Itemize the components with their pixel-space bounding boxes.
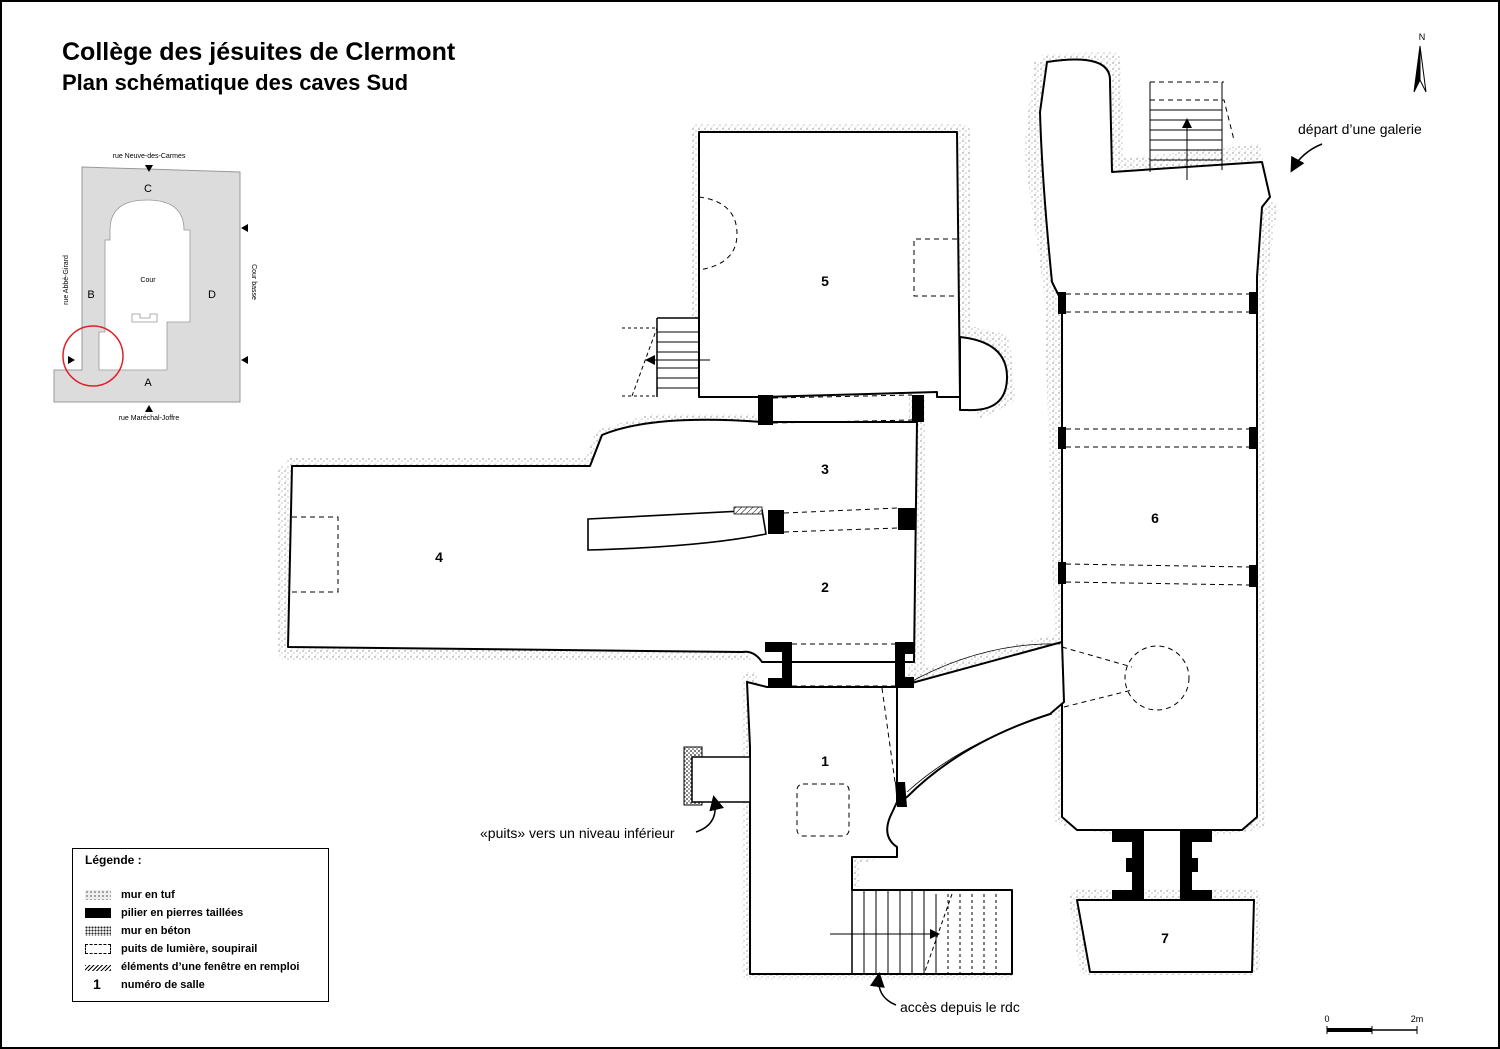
- gallery-arrow: [1290, 143, 1323, 173]
- wing-B: B: [87, 289, 94, 301]
- street-top: rue Neuve-des-Carmes: [113, 153, 186, 160]
- tuf-swatch-icon: [85, 890, 111, 900]
- window-hatch-swatch-icon: [85, 965, 111, 971]
- pillar-swatch-icon: [85, 908, 111, 918]
- room-number-3: 3: [821, 461, 829, 477]
- well-arrow: [695, 795, 725, 833]
- staircase-room6: [1149, 82, 1223, 180]
- legend-label-pilier: pilier en pierres taillées: [121, 907, 244, 919]
- legend-title: Légende :: [85, 853, 142, 867]
- street-right: Cour basse: [250, 264, 257, 300]
- light-wells: [292, 81, 1250, 901]
- stone-pillars: [758, 292, 1257, 900]
- wing-C: C: [144, 183, 152, 195]
- lightwell-swatch-icon: [85, 944, 111, 954]
- annotation-well: «puits» vers un niveau inférieur: [480, 795, 725, 841]
- location-highlight: [62, 325, 124, 387]
- staircase-room1: [830, 890, 997, 975]
- street-bottom: rue Maréchal-Joffre: [119, 415, 180, 422]
- plan-title: Collège des jésuites de Clermont: [62, 38, 456, 66]
- gallery-label: départ d’une galerie: [1298, 121, 1422, 137]
- scale-bar: 0 2m: [1324, 1014, 1423, 1034]
- access-label: accès depuis le rdc: [900, 999, 1020, 1015]
- annotation-access: accès depuis le rdc: [869, 972, 1020, 1015]
- legend: Légende : mur en tuf pilier en pierres t…: [72, 848, 329, 1002]
- street-left: rue Abbé-Girard: [63, 255, 70, 305]
- room-number-1: 1: [821, 753, 829, 769]
- staircase-room5: [622, 317, 710, 397]
- inset-entrance-arrows: [68, 165, 248, 412]
- legend-label-puits: puits de lumière, soupirail: [121, 943, 258, 955]
- inset-map: rue Neuve-des-Carmes rue Maréchal-Joffre…: [53, 153, 257, 422]
- plan-subtitle: Plan schématique des caves Sud: [62, 70, 409, 95]
- scale-end: 2m: [1411, 1014, 1424, 1024]
- scale-start: 0: [1324, 1014, 1329, 1024]
- wall-spur: [587, 509, 767, 551]
- north-arrow-icon: N: [1413, 32, 1427, 93]
- passage-edge-top: [906, 643, 1061, 685]
- room-number-6: 6: [1151, 510, 1159, 526]
- legend-label-fenetre: éléments d’une fenêtre en remploi: [121, 961, 300, 973]
- room-number-7: 7: [1161, 930, 1169, 946]
- reused-window-element: [733, 506, 763, 515]
- legend-label-tuf: mur en tuf: [121, 889, 175, 901]
- wing-D: D: [208, 289, 216, 301]
- concrete-swatch-icon: [85, 926, 111, 936]
- wing-A: A: [144, 377, 152, 389]
- annotation-gallery: départ d’une galerie: [1290, 121, 1422, 173]
- north-label: N: [1419, 32, 1426, 42]
- room-number-symbol: 1: [93, 976, 101, 992]
- room-numbers: 1 2 3 4 5 6 7: [435, 273, 1169, 946]
- well-label: «puits» vers un niveau inférieur: [480, 825, 675, 841]
- access-arrow: [869, 972, 897, 1006]
- room-number-5: 5: [821, 273, 829, 289]
- court-label: Cour: [140, 277, 156, 284]
- well-niche: [691, 756, 751, 803]
- room-number-4: 4: [435, 549, 443, 565]
- legend-label-beton: mur en béton: [121, 925, 191, 937]
- room-number-2: 2: [821, 579, 829, 595]
- legend-label-numero: numéro de salle: [121, 979, 205, 991]
- passage-edge: [906, 713, 1053, 793]
